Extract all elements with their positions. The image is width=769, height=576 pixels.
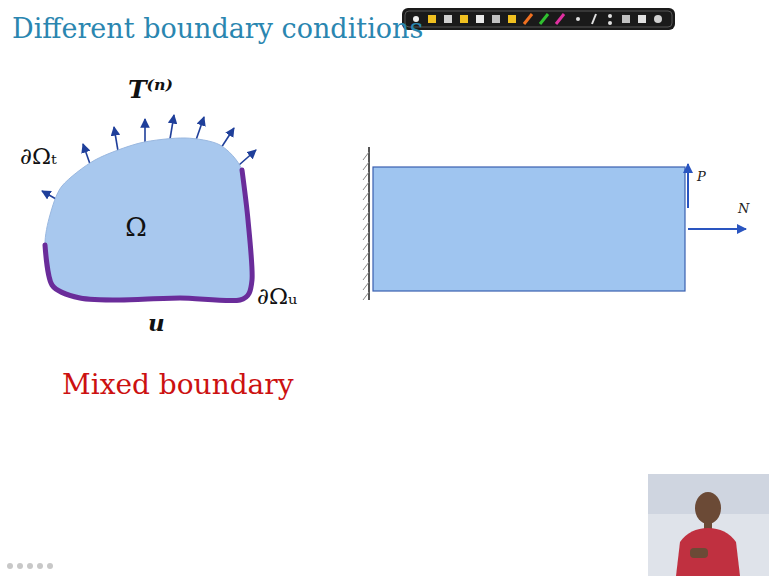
toolbar (402, 8, 675, 30)
region-symbol: Ω (125, 213, 147, 242)
force-label: P (697, 170, 706, 184)
fixed-wall (363, 147, 369, 300)
tool-icon (524, 14, 532, 24)
beam (373, 167, 685, 291)
body-region: Ω (36, 122, 260, 312)
traction-boundary-label: ∂Ωₜ (20, 144, 57, 169)
tool-icon (576, 17, 580, 21)
tool-icon (508, 15, 516, 23)
toolbar-bar (402, 8, 675, 30)
tool-icon (476, 15, 484, 23)
toolbar-rim (405, 11, 672, 27)
person-hands (690, 548, 708, 558)
tool-icon (592, 14, 596, 24)
force-arrow-n (688, 228, 746, 230)
tool-icon (540, 14, 548, 24)
region-fill (45, 138, 252, 301)
traction-arrow (144, 119, 146, 143)
webcam-frame (648, 474, 769, 576)
traction-arrow (239, 150, 256, 165)
region-outline (36, 122, 260, 312)
tool-icon (428, 15, 436, 23)
traction-arrow (114, 127, 118, 151)
traction-arrow (221, 128, 234, 148)
webcam-inset (648, 474, 769, 576)
tool-icon (556, 14, 564, 24)
tool-icon (638, 15, 646, 23)
slide-title: Different boundary conditions (12, 14, 423, 44)
tool-icon (608, 21, 612, 25)
boundary-type-label: Mixed boundary (62, 370, 293, 401)
tool-icon (608, 14, 612, 18)
displacement-boundary (45, 170, 252, 301)
force-label: N (738, 202, 749, 216)
traction-arrow (83, 144, 90, 164)
tool-icon (654, 15, 662, 23)
tool-icon (460, 15, 468, 23)
displacement-boundary-label: ∂Ωᵤ (257, 284, 297, 309)
force-arrow-p (687, 164, 689, 208)
traction-arrow (196, 117, 204, 140)
traction-label: T⁽ⁿ⁾ (128, 76, 173, 104)
wall-hatch (363, 152, 369, 300)
tool-icon (622, 15, 630, 23)
traction-arrow (42, 191, 56, 199)
tool-icon (444, 15, 452, 23)
displacement-label: u (148, 310, 165, 335)
person-shirt (676, 528, 740, 576)
tool-icon (492, 15, 500, 23)
traction-arrow (170, 115, 174, 139)
player-icons (7, 563, 53, 569)
person-head (695, 492, 721, 524)
